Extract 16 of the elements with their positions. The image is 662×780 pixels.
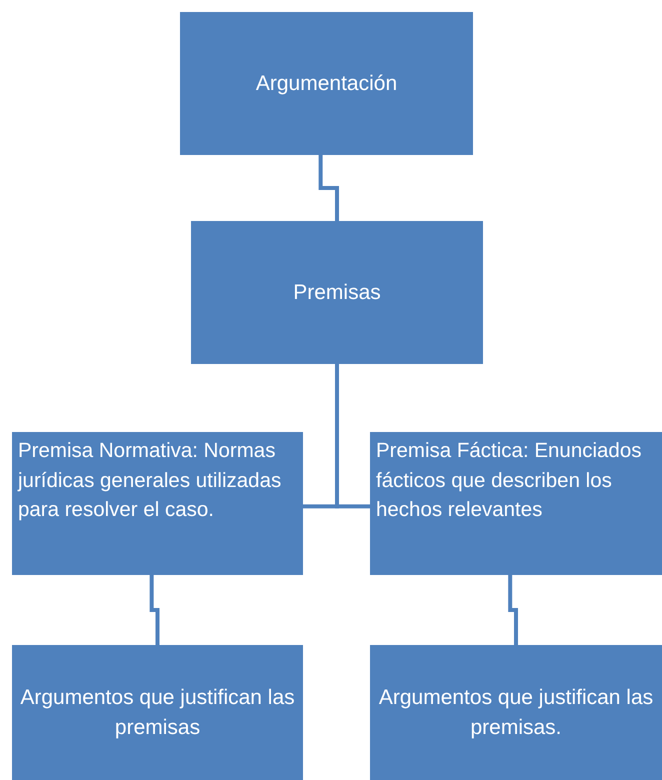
concept-box — [12, 645, 303, 780]
concept-box — [12, 432, 303, 575]
connector-line — [150, 575, 160, 645]
connector-line — [508, 575, 518, 645]
concept-box — [180, 12, 473, 155]
box-text: Argumentación — [256, 70, 398, 97]
concept-box — [191, 221, 483, 364]
connector-line — [335, 364, 370, 508]
box-text: Premisas — [293, 280, 381, 306]
concept-box — [370, 432, 662, 575]
connector-line — [318, 155, 339, 221]
box-text: Argumentos que justifican las premisas — [19, 685, 296, 740]
box-text: Premisa Fáctica: Enunciados fácticos que describen los hechos relevantes — [376, 438, 642, 524]
box-text: Argumentos que justifican las premisas. — [378, 685, 654, 740]
concept-box — [370, 645, 662, 780]
box-text: Premisa Normativa: Normas jurídicas generales utilizadas para resolver el caso. — [18, 438, 282, 524]
